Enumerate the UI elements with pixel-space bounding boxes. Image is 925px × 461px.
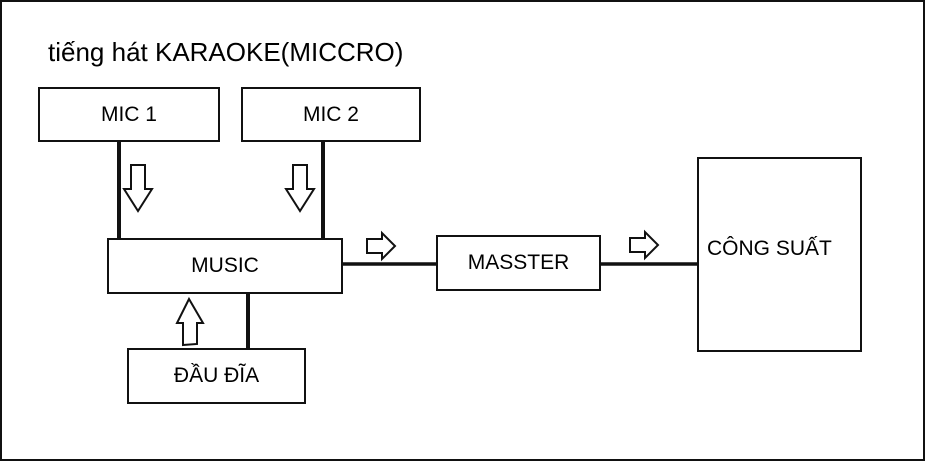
diagram-title: tiếng hát KARAOKE(MICCRO) <box>48 37 404 67</box>
cong-suat-block: CÔNG SUẤT <box>697 157 862 352</box>
mic2-label: MIC 2 <box>302 102 359 126</box>
music-label: MUSIC <box>191 254 259 277</box>
dau-dia-label: ĐẦU ĐĨA <box>173 364 260 387</box>
down-arrow-icon <box>284 164 316 213</box>
masster-block: MASSTER <box>436 235 601 291</box>
cong-suat-label: CÔNG SUẤT <box>707 237 832 260</box>
mic1-block: MIC 1 <box>38 87 220 142</box>
up-arrow-icon <box>175 296 205 347</box>
down-arrow-icon <box>122 164 154 213</box>
masster-label: MASSTER <box>467 251 570 274</box>
mic2-block: MIC 2 <box>241 87 421 142</box>
mic1-label: MIC 1 <box>100 102 157 126</box>
music-block: MUSIC <box>107 238 343 294</box>
right-arrow-icon <box>366 230 397 262</box>
dau-dia-block: ĐẦU ĐĨA <box>127 348 306 404</box>
right-arrow-icon <box>629 229 660 261</box>
